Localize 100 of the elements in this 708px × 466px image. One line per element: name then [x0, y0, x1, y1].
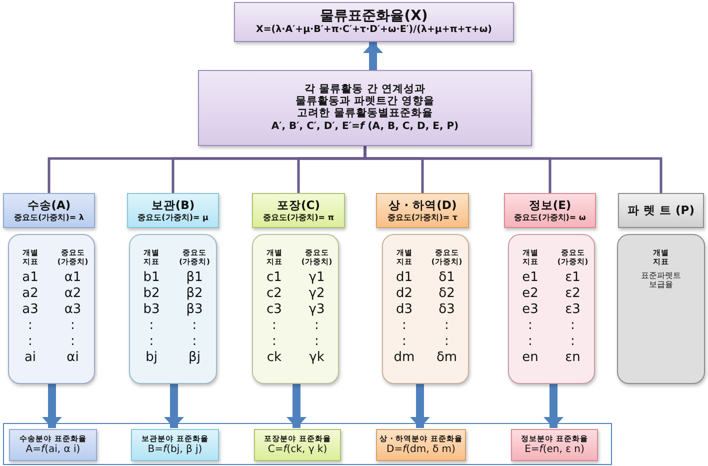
block-arrow [363, 42, 383, 70]
table-cell-text: ai [23, 350, 38, 366]
category-header [127, 193, 219, 228]
table-cell-text: : [191, 335, 198, 350]
group-frame [3, 423, 612, 465]
category-header [3, 193, 95, 228]
table-cell-text: : [27, 319, 34, 334]
table-cell-text: : [148, 335, 155, 350]
table-cell-text: : [70, 335, 76, 350]
formula-text: B=f(bj, β j) [146, 444, 204, 456]
table-cell-text: dm [392, 350, 416, 366]
weight-text: 중요도(가중치)= ω [513, 212, 587, 222]
description-text: 각 물류활동 간 연계성과 물류활동과 파렛트간 영향을 고려한 물류활동별표준화율 [294, 83, 436, 120]
sector-rate-box [511, 429, 598, 461]
table-cell-text: αi [66, 350, 80, 366]
formula-text: A′, B′, C′, D′, E′=f (A, B, C, D, E, P) [270, 121, 460, 133]
table-cell-text: e1 [521, 271, 540, 286]
table-cell-text: c1 [266, 271, 283, 286]
block-arrow [286, 384, 306, 428]
title-text: 물류표준화율(X) [319, 8, 429, 24]
weight-text: 중요도(가중치)= λ [13, 212, 85, 222]
table-cell-text: : [27, 335, 34, 350]
table-cell-text: c3 [266, 303, 283, 318]
table-cell-text: d1 [394, 271, 414, 286]
table-cell-text: β2 [185, 287, 204, 302]
category-title: 파 렛 트 (P) [626, 204, 696, 218]
table-cell-text: a3 [21, 303, 40, 318]
block-arrow [164, 384, 184, 428]
formula-text: D=f(dm, δ m) [386, 444, 456, 456]
indicator-text: 표준파렛트 보급율 [641, 271, 681, 290]
table-cell-text: ε2 [564, 287, 582, 302]
category-header [618, 193, 704, 228]
table-cell-text: en [521, 350, 540, 366]
indicator-panel [382, 234, 469, 384]
table-cell-text: : [271, 319, 278, 334]
table-cell-text: εn [564, 350, 582, 366]
table-cell-text: : [570, 319, 576, 334]
table-cell-text: : [444, 335, 450, 350]
sector-rate-box [376, 429, 466, 461]
sector-rate-box [9, 429, 97, 461]
category-header [376, 193, 469, 228]
formula-text: C=f(ck, γ k) [266, 444, 328, 456]
table-cell-text: b3 [142, 303, 161, 318]
table-cell-text: ck [266, 350, 283, 366]
table-cell-text: : [401, 335, 408, 350]
table-cell-text: δm [435, 350, 458, 366]
category-title: 포장(C) [276, 199, 321, 213]
category-header [252, 193, 345, 228]
table-cell-text: : [527, 319, 534, 334]
formula-text: X=(λ·A′+μ·B′+π·C′+τ·D′+ω·E′)/(λ+μ+π+τ+ω) [255, 24, 493, 36]
table-cell-text: : [444, 319, 450, 334]
sector-rate-box [254, 429, 341, 461]
table-cell-text: : [570, 335, 576, 350]
category-title: 수송(A) [26, 199, 72, 213]
table-cell-text: α1 [63, 271, 82, 286]
formula-box [198, 70, 532, 146]
weight-text: 중요도(가중치)= τ [386, 212, 458, 222]
table-cell-text: e3 [521, 303, 540, 318]
table-cell-text: : [314, 319, 320, 334]
table-cell-text: δ2 [438, 287, 456, 302]
table-cell-text: ε3 [564, 303, 582, 318]
indicator-panel [617, 234, 705, 384]
indicator-panel [8, 234, 95, 384]
result-box [234, 2, 514, 42]
table-cell-text: : [271, 335, 278, 350]
connector-line [364, 146, 662, 193]
table-cell-text: α2 [63, 287, 82, 302]
table-cell-text: γk [308, 350, 326, 366]
block-arrow [410, 384, 430, 428]
table-cell-text: γ1 [308, 271, 326, 286]
table-cell-text: ε1 [564, 271, 582, 286]
weight-text: 중요도(가중치)= π [262, 212, 336, 222]
indicator-panel [252, 234, 339, 384]
table-cell-text: δ3 [438, 303, 456, 318]
table-cell-text: γ2 [308, 287, 326, 302]
table-cell-text: d2 [394, 287, 414, 302]
table-cell-text: b2 [142, 287, 161, 302]
table-cell-text: : [401, 319, 408, 334]
table-cell-text: α3 [63, 303, 82, 318]
table-cell-text: a1 [21, 271, 40, 286]
formula-text: A=f(ai, α i) [24, 444, 82, 456]
block-arrow [42, 384, 62, 428]
table-cell-text: β3 [185, 303, 204, 318]
table-cell-text: β1 [185, 271, 204, 286]
indicator-panel [508, 234, 595, 384]
table-cell-text: βj [188, 350, 202, 366]
table-cell-text: : [191, 319, 198, 334]
sector-rate-box [131, 429, 219, 461]
table-cell-text: : [148, 319, 155, 334]
table-cell-text: a2 [21, 287, 40, 302]
table-cell-text: δ1 [438, 271, 456, 286]
category-title: 상 · 하역(D) [387, 199, 458, 213]
weight-text: 중요도(가중치)= μ [136, 212, 210, 222]
table-cell-text: bj [144, 350, 158, 366]
block-arrow [544, 384, 564, 428]
table-cell-text: c2 [266, 287, 283, 302]
table-cell-text: b1 [142, 271, 161, 286]
indicator-panel [129, 234, 217, 384]
table-cell-text: : [314, 335, 320, 350]
table-cell-text: : [70, 319, 76, 334]
